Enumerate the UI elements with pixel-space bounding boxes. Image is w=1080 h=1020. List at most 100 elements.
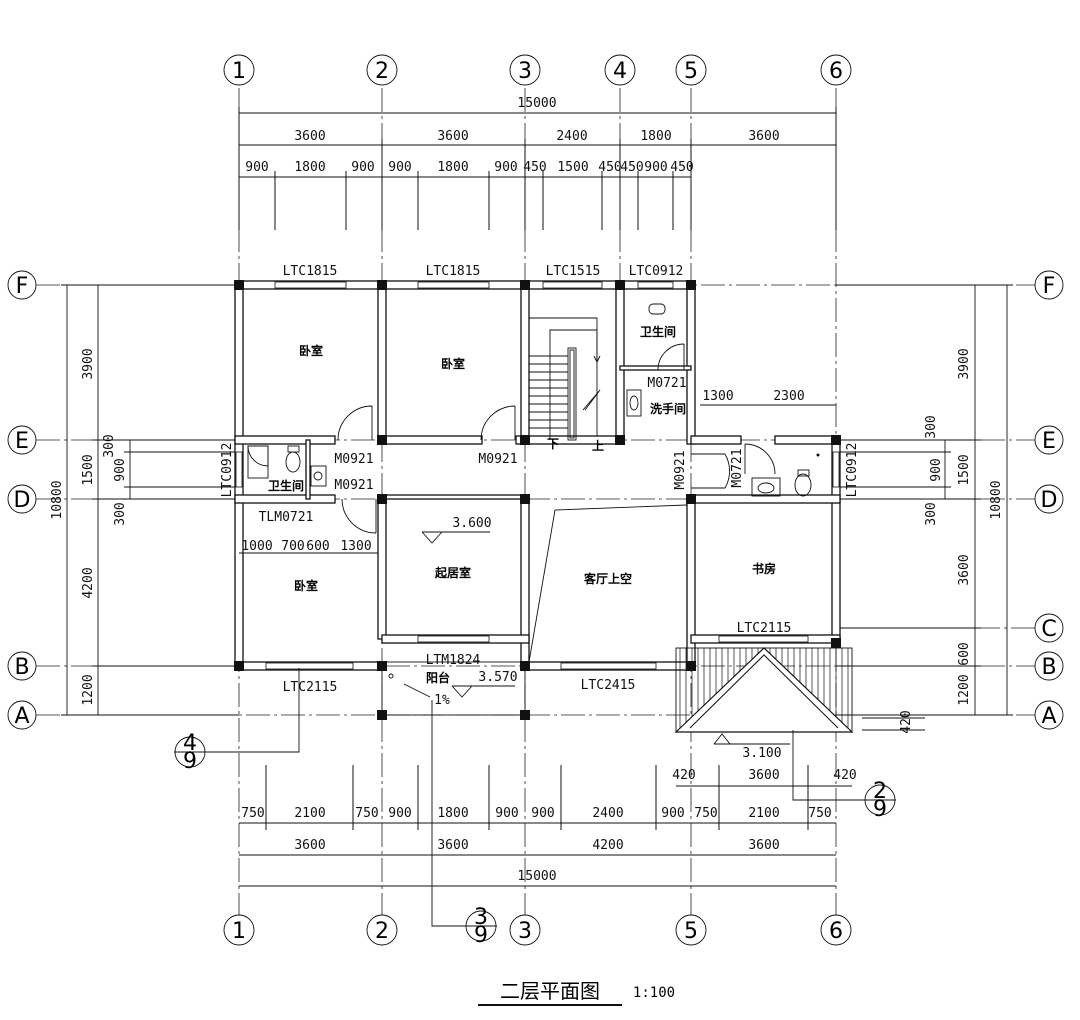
dim-top: 3600 (748, 129, 779, 144)
scale-text: 1:100 (633, 985, 675, 1001)
grid-label-bottom: 2 (375, 919, 389, 944)
dim-left-small: 300 (102, 434, 117, 457)
detail-ref-den: 9 (183, 749, 197, 774)
door-label: M0921 (478, 452, 517, 467)
grid-bubbles-bottom: 1 2 3 5 6 (223, 914, 852, 946)
dim-top: 1800 (640, 129, 671, 144)
fixtures (247, 303, 820, 497)
window-label: LTC1815 (426, 264, 481, 279)
detail-ref-den: 9 (474, 923, 488, 948)
window-label: LTC2415 (581, 678, 636, 693)
dim-top-detail: 900 (351, 160, 374, 175)
detail-ref-num: 4 (183, 731, 197, 756)
window-label: LTC0912 (220, 443, 235, 498)
room-label: 洗手间 (650, 401, 686, 416)
grid-label-right: A (1041, 704, 1056, 729)
dim-bottom: 3600 (748, 838, 779, 853)
internal-dim: 1000 (241, 539, 272, 554)
dim-right-total: 10800 (989, 480, 1004, 519)
room-label: 卧室 (441, 356, 465, 371)
title-text: 二层平面图 (500, 979, 600, 1003)
bottom-dimensions: 750 2100 750 900 1800 900 900 2400 900 7… (239, 765, 836, 887)
door-label: M0721 (730, 448, 745, 487)
roof-canopy: 420 420 3600 420 (672, 647, 925, 787)
detail-ref-den: 9 (873, 797, 887, 822)
dim-bottom-detail: 900 (388, 806, 411, 821)
left-dimensions: 3900 1500 4200 1200 300 900 300 10800 (50, 284, 239, 716)
columns (234, 280, 841, 720)
dim-top-detail: 1500 (557, 160, 588, 175)
window-label: LTM1824 (426, 653, 481, 668)
grid-bubbles-right: F E D C B A (1034, 270, 1064, 730)
internal-dim: 1300 (340, 539, 371, 554)
internal-dim: 700 (281, 539, 304, 554)
detail-ref-3-9: 3 9 (431, 700, 497, 948)
windows (235, 281, 840, 670)
top-dimensions: 15000 3600 3600 2400 1800 3600 900 1800 … (238, 96, 837, 230)
door-labels: M0921 M0921 M0921 M0921 M0721 M0721 TLM0… (259, 376, 745, 525)
internal-dims: 1000 700 600 1300 1300 2300 (239, 389, 836, 554)
room-label: 卫生间 (268, 478, 304, 493)
dim-left: 1200 (81, 674, 96, 705)
grid-bubbles-top: 1 2 3 4 5 6 (223, 54, 852, 86)
window-label: LTC1815 (283, 264, 338, 279)
grid-label-right: D (1041, 488, 1058, 513)
dim-right: 1500 (957, 454, 972, 485)
door-label: M0921 (334, 478, 373, 493)
dim-top: 3600 (294, 129, 325, 144)
grid-label-right: E (1042, 429, 1056, 454)
room-label: 卧室 (299, 343, 323, 358)
window-label: LTC0912 (845, 443, 860, 498)
door-label: TLM0721 (259, 510, 314, 525)
eave-dim: 420 (833, 768, 856, 783)
dim-bottom-detail: 900 (661, 806, 684, 821)
dim-top-detail: 900 (388, 160, 411, 175)
stair-down-label: 下 (547, 437, 559, 451)
dim-right-small: 300 (924, 502, 939, 525)
dim-left: 3900 (81, 348, 96, 379)
dim-top-detail: 450 (620, 160, 643, 175)
dim-right: 3900 (957, 348, 972, 379)
grid-label-right: B (1041, 655, 1056, 680)
window-label: LTC1515 (546, 264, 601, 279)
room-label: 卫生间 (640, 324, 676, 339)
dim-top-detail: 450 (523, 160, 546, 175)
dim-right: 1200 (957, 674, 972, 705)
grid-label-left: A (14, 704, 29, 729)
detail-ref-num: 2 (873, 779, 887, 804)
dim-total-bottom: 15000 (517, 869, 556, 884)
dim-bottom-detail: 750 (808, 806, 831, 821)
grid-label-left: E (15, 429, 29, 454)
dim-top-detail: 900 (245, 160, 268, 175)
window-label: LTC0912 (629, 264, 684, 279)
dim-right-small: 300 (924, 415, 939, 438)
doors (337, 343, 776, 534)
door-label: M0721 (647, 376, 686, 391)
detail-ref-num: 3 (474, 905, 488, 930)
grid-label-bottom: 6 (829, 919, 843, 944)
room-label: 书房 (752, 561, 776, 576)
stair-up-label: 上 (592, 438, 604, 453)
window-labels: LTC1815 LTC1815 LTC1515 LTC0912 LTC0912 … (220, 264, 860, 695)
grid-label-bottom: 3 (518, 919, 532, 944)
dim-total-top: 15000 (517, 96, 556, 111)
grid-label-right: F (1043, 274, 1056, 299)
grid-label-top: 1 (232, 59, 246, 84)
level-mark: 3.570 (478, 670, 517, 685)
dim-bottom-detail: 2400 (592, 806, 623, 821)
grid-label-top: 6 (829, 59, 843, 84)
dim-top-detail: 450 (598, 160, 621, 175)
slope-label: 1% (434, 693, 450, 708)
dim-right: 3600 (957, 554, 972, 585)
dim-bottom: 4200 (592, 838, 623, 853)
dim-left-small: 900 (113, 458, 128, 481)
room-label: 阳台 (426, 670, 450, 685)
dim-bottom-detail: 900 (531, 806, 554, 821)
grid-label-top: 3 (518, 59, 532, 84)
level-marks: 3.600 3.570 3.100 1% (388, 516, 790, 761)
grid-label-bottom: 5 (684, 919, 698, 944)
grid-label-right: C (1041, 617, 1056, 642)
grid-label-left: B (14, 655, 29, 680)
room-labels: 卧室 卧室 卫生间 洗手间 卫生间 卧室 起居室 客厅上空 书房 阳台 (268, 324, 776, 685)
right-dimensions: 3900 1500 3600 600 1200 300 900 300 1080… (836, 284, 1013, 716)
